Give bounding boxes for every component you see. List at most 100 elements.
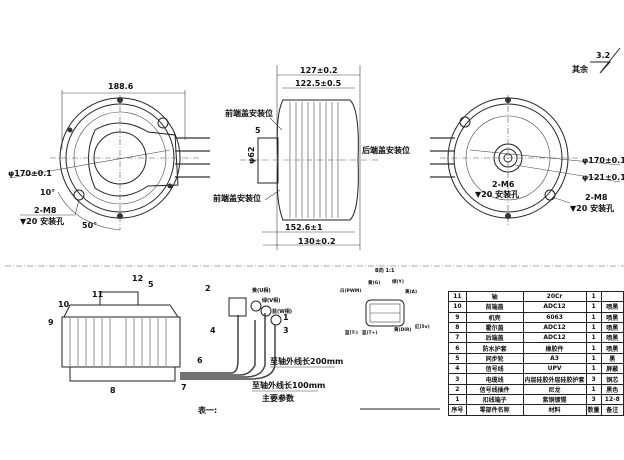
callout-6: 6 bbox=[197, 356, 203, 365]
cell-note: 喷黑 bbox=[600, 332, 624, 344]
callout-7: 7 bbox=[181, 383, 187, 392]
cell-index: 8 bbox=[448, 321, 467, 334]
cell-part-name: 防水护套 bbox=[465, 342, 524, 354]
callout-1: 1 bbox=[283, 313, 289, 322]
cell-index: 3 bbox=[448, 373, 467, 385]
pin-a: 黄(A) bbox=[405, 288, 417, 295]
cell-material: UPV bbox=[522, 363, 587, 375]
callout-3: 3 bbox=[283, 326, 289, 335]
cell-material: 材料 bbox=[522, 404, 587, 416]
assembly-view: 12 11 5 10 9 8 7 6 2 4 1 3 黄(U相) 绿(V相) 蓝… bbox=[48, 274, 343, 415]
cell-note: 喷黑 bbox=[600, 321, 624, 334]
rear-hole-m8-depth: ▼20 安装孔 bbox=[570, 203, 614, 213]
cell-quantity: 1 bbox=[585, 352, 602, 365]
cell-index: 7 bbox=[448, 332, 467, 344]
wire-label-v: 绿(V相) bbox=[262, 297, 280, 304]
cell-part-name: 同步轮 bbox=[465, 352, 524, 365]
cell-part-name: 轴 bbox=[465, 290, 524, 303]
cell-quantity: 1 bbox=[585, 383, 602, 395]
cell-quantity: 1 bbox=[585, 321, 602, 334]
cell-part-name: 零部件名称 bbox=[465, 404, 524, 416]
side-view: 127±0.2 122.5±0.5 152.6±1 130±0.2 φ62 5 … bbox=[213, 65, 410, 250]
callout-11: 11 bbox=[92, 290, 104, 299]
pin-pwm: 白(PWM) bbox=[340, 287, 361, 294]
cell-part-name: 后端盖 bbox=[465, 332, 524, 344]
cell-note: 铜芯 bbox=[600, 373, 624, 385]
roughness-symbol: 其余 3.2 bbox=[572, 47, 621, 74]
cell-part-name: 机壳 bbox=[465, 311, 524, 323]
callout-5: 5 bbox=[148, 280, 154, 289]
cell-quantity: 1 bbox=[585, 290, 602, 303]
length-200: 至轴外线长200mm bbox=[270, 356, 343, 366]
table-header-row: 序号零部件名称材料数量备注 bbox=[448, 404, 624, 416]
cell-quantity: 1 bbox=[585, 342, 602, 354]
cell-quantity: 3 bbox=[585, 373, 602, 385]
wire-label-u: 黄(U相) bbox=[252, 287, 271, 294]
cell-quantity: 数量 bbox=[585, 404, 602, 416]
cell-quantity: 1 bbox=[585, 301, 602, 313]
cell-material: 20Cr bbox=[522, 290, 587, 303]
rear-diameter-170: φ170±0.1 bbox=[582, 156, 624, 165]
cell-part-name: 霍尔盖 bbox=[465, 321, 524, 334]
cell-index: 5 bbox=[448, 352, 467, 365]
cell-index: 序号 bbox=[448, 404, 467, 416]
side-callout-5: 5 bbox=[255, 126, 261, 135]
table-caption: 表一: bbox=[197, 405, 217, 415]
rear-cover-pos: 后端盖安装位 bbox=[362, 145, 410, 155]
pin-5v: 红(5v) bbox=[415, 323, 430, 330]
cell-part-name: 信号线 bbox=[465, 363, 524, 375]
wire-label-w: 蓝(W相) bbox=[272, 308, 292, 315]
cell-note: 黑色 bbox=[600, 383, 624, 395]
cell-note: 喷黑 bbox=[600, 301, 624, 313]
cell-quantity: 1 bbox=[585, 363, 602, 375]
front-hole-spec: 2-M8 bbox=[34, 206, 57, 215]
cell-index: 10 bbox=[448, 301, 467, 313]
cell-note: 黑 bbox=[600, 352, 624, 365]
cell-material: 尼龙 bbox=[522, 383, 587, 395]
dim-152-6: 152.6±1 bbox=[285, 223, 323, 232]
cell-index: 9 bbox=[448, 311, 467, 323]
cell-index: 11 bbox=[448, 290, 467, 303]
cell-index: 6 bbox=[448, 342, 467, 354]
cell-note: 屏蔽 bbox=[600, 363, 624, 375]
cell-index: 4 bbox=[448, 363, 467, 375]
dim-122-5: 122.5±0.5 bbox=[295, 79, 342, 88]
cell-part-name: 信号线插件 bbox=[465, 383, 524, 395]
pin-y: 绿(Y) bbox=[392, 278, 404, 285]
cell-quantity: 1 bbox=[585, 311, 602, 323]
pin-t-minus: 蓝(T-) bbox=[345, 329, 358, 336]
shaft-diameter: φ62 bbox=[247, 147, 256, 164]
callout-4: 4 bbox=[210, 326, 216, 335]
roughness-label: 其余 bbox=[572, 64, 589, 74]
cell-quantity: 3 bbox=[585, 393, 602, 406]
cell-quantity: 1 bbox=[585, 332, 602, 344]
front-cover-pos-bottom: 前端盖安装位 bbox=[213, 193, 261, 203]
rear-hole-m8: 2-M8 bbox=[585, 193, 608, 202]
callout-9: 9 bbox=[48, 318, 54, 327]
dim-130: 130±0.2 bbox=[298, 237, 336, 246]
angle-50: 50° bbox=[82, 221, 97, 230]
cell-note: 喷黑 bbox=[600, 342, 624, 354]
front-width-dim: 188.6 bbox=[108, 82, 134, 91]
cell-material: 内层硅胶外层硅胶护套 bbox=[522, 373, 587, 385]
cell-material: 6063 bbox=[522, 311, 587, 323]
callout-12: 12 bbox=[132, 274, 143, 283]
dim-127: 127±0.2 bbox=[300, 66, 338, 75]
cell-part-name: 电缆线 bbox=[465, 373, 524, 385]
angle-10: 10° bbox=[40, 188, 55, 197]
front-hole-depth: ▼20 安装孔 bbox=[20, 216, 64, 226]
cell-material: ADC12 bbox=[522, 321, 587, 334]
callout-8: 8 bbox=[110, 386, 116, 395]
length-100: 至轴外线长100mm bbox=[252, 380, 325, 390]
cell-index: 2 bbox=[448, 383, 467, 395]
